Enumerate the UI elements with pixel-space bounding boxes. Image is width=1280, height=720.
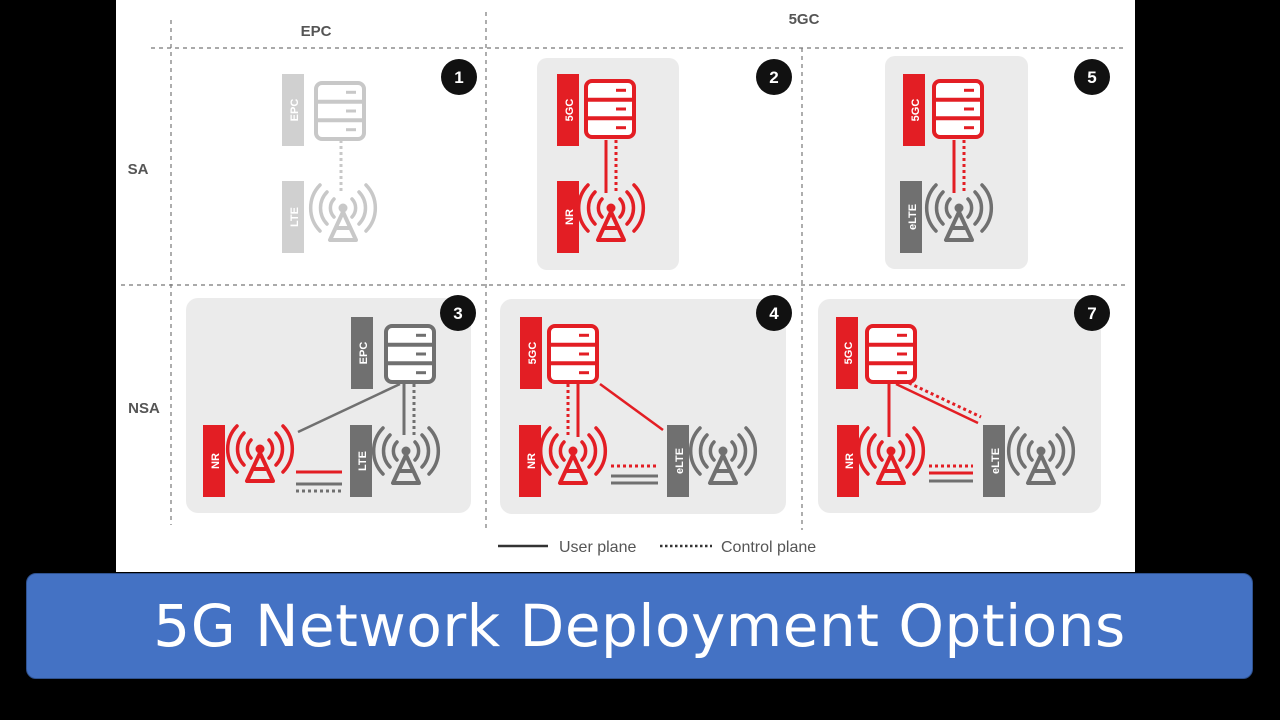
user-plane-label: User plane: [559, 539, 636, 556]
server-icon: [932, 79, 984, 139]
lte-label-box: [350, 425, 372, 497]
option-number: 4: [769, 304, 779, 323]
user-plane-link: [297, 382, 401, 434]
nr-label-box: [557, 181, 579, 253]
nr-label-box: [837, 425, 859, 497]
nr-label: NR: [564, 209, 576, 225]
deployment-options-diagram: EPC 5GC SA NSA EPC LTE 1 5GC NR 2 5GC: [121, 11, 1126, 556]
server-icon: [314, 81, 366, 141]
user-plane-link: [599, 382, 664, 432]
elte-label: eLTE: [990, 448, 1002, 474]
nr-label: NR: [210, 453, 222, 469]
option-badge: [440, 295, 476, 331]
elte-label-box: [900, 181, 922, 253]
option-number: 2: [769, 68, 778, 87]
column-header-epc: EPC: [301, 23, 332, 40]
title-banner: 5G Network Deployment Options: [26, 573, 1253, 679]
5gc-label-box: [520, 317, 542, 389]
server-icon: [584, 79, 636, 139]
lte-label: LTE: [289, 207, 301, 227]
5gc-label: 5GC: [564, 99, 576, 122]
slide-title: 5G Network Deployment Options: [153, 592, 1126, 660]
grid-lines: [121, 12, 1126, 530]
5gc-label: 5GC: [527, 342, 539, 365]
epc-label-box: [282, 74, 304, 146]
option-4: 5GC NR eLTE 4: [500, 295, 792, 514]
option-badge: [1074, 295, 1110, 331]
option-number: 7: [1087, 304, 1096, 323]
5gc-label: 5GC: [843, 342, 855, 365]
option-badge: [756, 59, 792, 95]
nr-label-box: [519, 425, 541, 497]
5gc-label-box: [836, 317, 858, 389]
option-number: 5: [1087, 68, 1096, 87]
5gc-label: 5GC: [910, 99, 922, 122]
epc-label-box: [351, 317, 373, 389]
elte-label: eLTE: [674, 448, 686, 474]
tower-icon: [308, 183, 378, 242]
option-badge: [756, 295, 792, 331]
nr-label-box: [203, 425, 225, 497]
control-plane-label: Control plane: [721, 539, 816, 556]
control-plane-link: [908, 381, 982, 419]
legend: User plane Control plane: [498, 539, 816, 556]
option-number: 1: [454, 68, 463, 87]
row-header-sa: SA: [128, 161, 149, 178]
diagram-panel: EPC 5GC SA NSA EPC LTE 1 5GC NR 2 5GC: [116, 0, 1135, 572]
epc-label: EPC: [358, 342, 370, 365]
option-7: 5GC NR eLTE 7: [818, 295, 1110, 513]
option-3: EPC NR LTE 3: [186, 295, 476, 513]
epc-label: EPC: [289, 99, 301, 122]
server-icon: [865, 324, 917, 384]
5gc-label-box: [903, 74, 925, 146]
elte-label-box: [667, 425, 689, 497]
option-badge: [1074, 59, 1110, 95]
option-2: 5GC NR 2: [537, 58, 792, 270]
column-header-5gc: 5GC: [789, 11, 820, 28]
option-1: EPC LTE 1: [282, 59, 477, 253]
server-icon: [547, 324, 599, 384]
lte-label: LTE: [357, 451, 369, 471]
elte-label: eLTE: [907, 204, 919, 230]
user-plane-link: [895, 382, 979, 425]
option-badge: [441, 59, 477, 95]
elte-label-box: [983, 425, 1005, 497]
option-5: 5GC eLTE 5: [885, 56, 1110, 269]
lte-label-box: [282, 181, 304, 253]
nr-label: NR: [526, 453, 538, 469]
nr-label: NR: [844, 453, 856, 469]
5gc-label-box: [557, 74, 579, 146]
row-header-nsa: NSA: [128, 400, 160, 417]
server-icon: [384, 324, 436, 384]
option-number: 3: [453, 304, 462, 323]
